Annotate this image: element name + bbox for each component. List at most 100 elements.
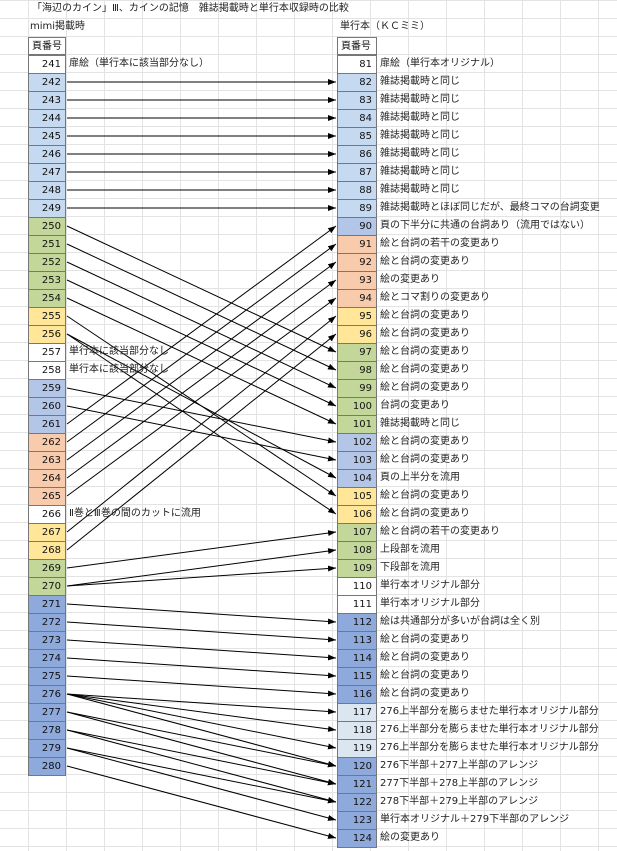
mapping-arrow [66, 675, 337, 697]
right-page-cell: 103 [337, 451, 377, 470]
mapping-arrow [66, 565, 337, 587]
left-page-note: Ⅱ巻とⅢ巻の間のカットに流用 [69, 508, 201, 519]
right-page-note: 絵と台詞の変更あり [380, 346, 470, 357]
left-page-cell: 243 [28, 91, 66, 110]
left-page-cell: 271 [28, 595, 66, 614]
right-page-note: 絵と台詞の変更あり [380, 256, 470, 267]
left-page-cell: 272 [28, 613, 66, 632]
left-page-note: 単行本に該当部分なし [69, 364, 169, 375]
right-page-cell: 118 [337, 721, 377, 740]
mapping-arrow [66, 603, 337, 625]
right-page-cell: 84 [337, 109, 377, 128]
left-header: mimi掲載時 [30, 21, 86, 32]
left-page-cell: 247 [28, 163, 66, 182]
right-page-cell: 101 [337, 415, 377, 434]
left-page-note: 扉絵（単行本に該当部分なし） [69, 58, 209, 69]
right-page-cell: 100 [337, 397, 377, 416]
right-page-note: 雑誌掲載時と同じ [380, 184, 460, 195]
right-page-note: 雑誌掲載時と同じ [380, 148, 460, 159]
right-page-cell: 98 [337, 361, 377, 380]
right-page-cell: 114 [337, 649, 377, 668]
right-page-note: 絵の変更あり [380, 274, 440, 285]
mapping-arrow [66, 548, 337, 587]
right-page-cell: 83 [337, 91, 377, 110]
left-page-cell: 252 [28, 253, 66, 272]
left-page-cell: 250 [28, 217, 66, 236]
right-page-note: 絵と台詞の変更あり [380, 328, 470, 339]
left-page-cell: 265 [28, 487, 66, 506]
right-page-cell: 113 [337, 631, 377, 650]
left-page-cell: 249 [28, 199, 66, 218]
right-page-cell: 90 [337, 217, 377, 236]
left-page-cell: 273 [28, 631, 66, 650]
right-page-cell: 89 [337, 199, 377, 218]
right-page-note: 上段部を流用 [380, 544, 440, 555]
left-page-cell: 244 [28, 109, 66, 128]
right-page-note: 単行本オリジナル＋279下半部のアレンジ [380, 814, 570, 825]
mapping-arrow [66, 243, 337, 371]
right-page-note: 単行本オリジナル部分 [380, 598, 480, 609]
right-page-cell: 86 [337, 145, 377, 164]
right-page-cell: 88 [337, 181, 377, 200]
left-page-cell: 258 [28, 361, 66, 380]
right-page-note: 276上半部分を膨らませた単行本オリジナル部分 [380, 706, 599, 717]
right-header: 単行本（ＫＣミミ） [340, 21, 430, 32]
mapping-arrow [66, 765, 337, 839]
right-page-note: 絵の変更あり [380, 832, 440, 843]
right-col-label: 頁番号 [337, 37, 377, 55]
right-page-note: 277下半部＋278上半部のアレンジ [380, 778, 539, 789]
right-page-note: 絵と台詞の変更あり [380, 382, 470, 393]
right-page-cell: 117 [337, 703, 377, 722]
right-page-cell: 122 [337, 793, 377, 812]
mapping-arrow [66, 693, 337, 732]
right-page-note: 雑誌掲載時と同じ [380, 166, 460, 177]
mapping-arrow [66, 747, 337, 804]
left-page-cell: 268 [28, 541, 66, 560]
right-page-note: 276下半部＋277上半部のアレンジ [380, 760, 539, 771]
right-page-cell: 112 [337, 613, 377, 632]
right-page-cell: 95 [337, 307, 377, 326]
left-page-cell: 253 [28, 271, 66, 290]
mapping-arrow [66, 729, 337, 786]
mapping-arrow [66, 261, 337, 461]
right-page-cell: 96 [337, 325, 377, 344]
right-page-note: 絵と台詞の変更あり [380, 634, 470, 645]
mapping-arrow [66, 225, 337, 425]
left-page-cell: 275 [28, 667, 66, 686]
right-page-cell: 104 [337, 469, 377, 488]
right-page-cell: 94 [337, 289, 377, 308]
right-page-note: 絵と台詞の変更あり [380, 364, 470, 375]
right-page-cell: 106 [337, 505, 377, 524]
right-page-note: 絵と台詞の変更あり [380, 652, 470, 663]
right-page-cell: 99 [337, 379, 377, 398]
left-page-cell: 267 [28, 523, 66, 542]
mapping-arrow [66, 333, 337, 551]
left-page-cell: 254 [28, 289, 66, 308]
left-page-cell: 245 [28, 127, 66, 146]
right-page-cell: 121 [337, 775, 377, 794]
left-page-cell: 278 [28, 721, 66, 740]
mapping-arrow [66, 621, 337, 643]
left-page-cell: 255 [28, 307, 66, 326]
left-page-cell: 262 [28, 433, 66, 452]
right-page-note: 絵と台詞の若干の変更あり [380, 238, 500, 249]
mapping-arrow [66, 657, 337, 679]
mapping-arrow [66, 530, 337, 569]
right-page-cell: 97 [337, 343, 377, 362]
right-page-note: 絵と台詞の変更あり [380, 310, 470, 321]
left-page-cell: 246 [28, 145, 66, 164]
mapping-arrow [66, 243, 337, 443]
right-page-note: 絵は共通部分が多いが台詞は全く別 [380, 616, 540, 627]
mapping-arrow [66, 225, 337, 353]
right-page-note: 絵と台詞の変更あり [380, 670, 470, 681]
mapping-arrow [66, 747, 337, 821]
mapping-arrow [66, 729, 337, 803]
right-page-note: 絵と台詞の若干の変更あり [380, 526, 500, 537]
left-page-cell: 259 [28, 379, 66, 398]
right-page-note: 雑誌掲載時と同じ [380, 94, 460, 105]
right-page-note: 絵と台詞の変更あり [380, 508, 470, 519]
left-page-cell: 270 [28, 577, 66, 596]
right-page-note: 276上半部分を膨らませた単行本オリジナル部分 [380, 724, 599, 735]
left-page-note: 単行本に該当部分なし [69, 346, 169, 357]
mapping-arrow [66, 315, 337, 533]
